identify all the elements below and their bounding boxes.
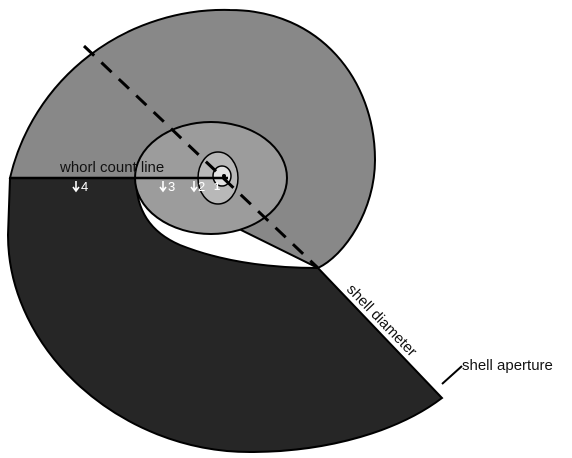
whorl-number-4: 4 (81, 179, 88, 194)
shell-aperture-label: shell aperture (462, 357, 553, 374)
whorl-number-1: 1 (214, 181, 220, 193)
whorl-number-3: 3 (168, 179, 175, 194)
aperture-pointer (442, 366, 462, 384)
whorl-marker-1: 1 (214, 181, 220, 193)
whorl-count-line-label: whorl count line (59, 159, 164, 176)
whorl-number-2: 2 (198, 179, 205, 194)
